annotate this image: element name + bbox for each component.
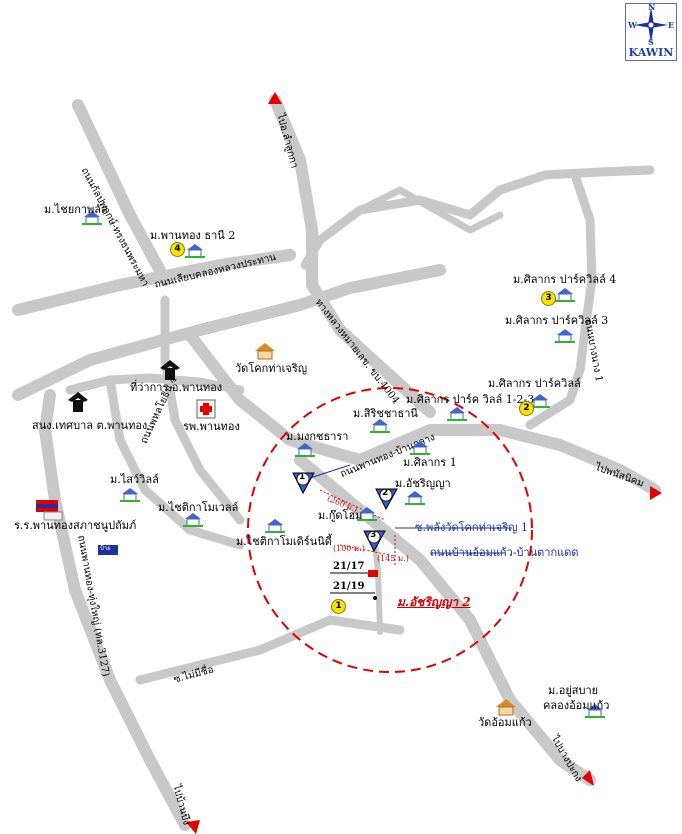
road-klong (12, 249, 296, 316)
house-icon (410, 441, 430, 455)
road-phanthong (184, 329, 661, 496)
number-1-marker: 1 (331, 599, 346, 614)
road-4004 (306, 279, 436, 418)
place-silakorn123: ม.ศิลากร ปาร์ค วิลล์ 1-2-3 (406, 393, 535, 406)
radius-circle (247, 387, 533, 673)
road-tr-b (356, 186, 504, 234)
house-icon (265, 519, 285, 533)
garuda-emblem-icon-2 (68, 392, 88, 412)
school-icon (36, 500, 63, 521)
arrow-bottom-left (186, 820, 200, 834)
place-silakorn3: ม.ศิลากร ปาร์ควิลล์ 3 (505, 314, 609, 327)
soi-pluang-label: ซ.พลังวัดโคกท่าเจริญ 1 (415, 521, 528, 534)
house-icon (120, 488, 140, 502)
house-icon (530, 394, 550, 408)
place-hospital: รพ.พานทอง (183, 420, 240, 433)
road-pk4 (160, 295, 245, 525)
house-icon (555, 329, 575, 343)
compass-e: E (668, 20, 675, 30)
road-left-inner2 (105, 375, 245, 550)
place-municipal: สนง.เทศบาล ต.พานทอง (32, 419, 148, 432)
road-tr (300, 165, 655, 270)
house-icon (183, 513, 203, 527)
road-left-inner (65, 373, 245, 395)
road-south (294, 454, 596, 786)
sign-label: ป้าย (100, 545, 111, 552)
house-icon (185, 244, 205, 258)
arrow-north (268, 92, 282, 104)
route-marker-3 (363, 530, 386, 553)
place-saiwil: ม.ไสว์วิลล์ (110, 473, 159, 486)
arrow-south (582, 770, 594, 786)
brand-kawin: KAWIN (628, 46, 674, 59)
place-silakorn4: ม.ศิลากร ปาร์ควิลล์ 4 (513, 273, 617, 286)
soi-2117: 21/17 (333, 561, 365, 572)
place-atchariya2: ม.อัชริญญา 2 (397, 595, 471, 609)
house-icon (357, 507, 377, 521)
house-icon (555, 288, 575, 302)
number-3-marker: 3 (541, 291, 556, 306)
place-wat-om: วัดอ้อมแก้ว (478, 716, 532, 729)
house-icon (447, 407, 467, 421)
place-chaikphaphak: ม.ไชยกาพลัส (44, 203, 108, 216)
compass-n: N (648, 2, 656, 12)
temple-icon (255, 343, 275, 360)
place-phanthong-thani2: ม.พานทอง ธานี 2 (150, 229, 236, 242)
hospital-icon (196, 399, 216, 419)
soi-2119: 21/19 (333, 581, 365, 592)
road-bankhlong-label: ถนนบ้านอ้อมแก้ว-บ้านตากแดด (430, 546, 579, 559)
number-2-marker: 2 (519, 401, 534, 416)
compass-rose: N S W E KAWIN (625, 2, 677, 61)
route-marker-3-label: 3 (370, 530, 377, 540)
route-marker-1 (292, 472, 315, 495)
compass-w: W (628, 20, 637, 30)
road-right (525, 170, 597, 430)
temple-icon (496, 699, 516, 716)
place-chaikri-mowell: ม.ไชติกาโมเวลล์ (158, 501, 239, 514)
place-district-office: ที่ว่าการ อ.พานทอง (130, 381, 223, 394)
garuda-emblem-icon (160, 360, 180, 380)
place-silakorn-b: ม.ศิลากร ปาร์ควิลล์ (488, 377, 581, 390)
sign-icon (98, 545, 118, 555)
place-chaikri-modern: ม.ไชติกาโมเดิร์นนิดี้ (236, 535, 332, 548)
compass-s: S (648, 37, 654, 47)
road-mid (12, 264, 446, 401)
house-icon (370, 419, 390, 433)
route-marker-2-label: 2 (382, 488, 389, 498)
route-marker-1-label: 1 (299, 472, 306, 482)
route-marker-2 (375, 488, 398, 511)
number-4-marker: 4 (170, 242, 185, 257)
house-icon (82, 211, 102, 225)
place-yusabai: ม.อยู่สบาย (548, 684, 599, 697)
house-icon (585, 704, 605, 718)
place-khlongom: คลองอ้อมแก้ว (543, 699, 610, 712)
arrow-east (650, 486, 662, 500)
place-sirichachani: ม.สิริชชาธานี (353, 407, 418, 420)
distance-145: (145 ม.) (377, 554, 409, 563)
place-atchariya: ม.อัชริญญา (395, 477, 451, 490)
house-icon (295, 443, 315, 457)
road-left-loop (39, 389, 191, 831)
place-silakorn1: ม.ศิลากร 1 (403, 456, 457, 469)
place-school: ร.ร.พานทองสภาชนูปถัมภ์ (14, 519, 137, 532)
house-icon (405, 491, 425, 505)
place-wat-khok: วัดโคกท่าเจริญ (235, 362, 308, 375)
distance-100: (100 ม.) (333, 544, 365, 553)
place-kukhom: ม.กู๊ดโฮม (318, 509, 363, 522)
road-tl-diagonal (72, 99, 171, 286)
place-mongkhon: ม.มงกชธารา (286, 430, 349, 443)
